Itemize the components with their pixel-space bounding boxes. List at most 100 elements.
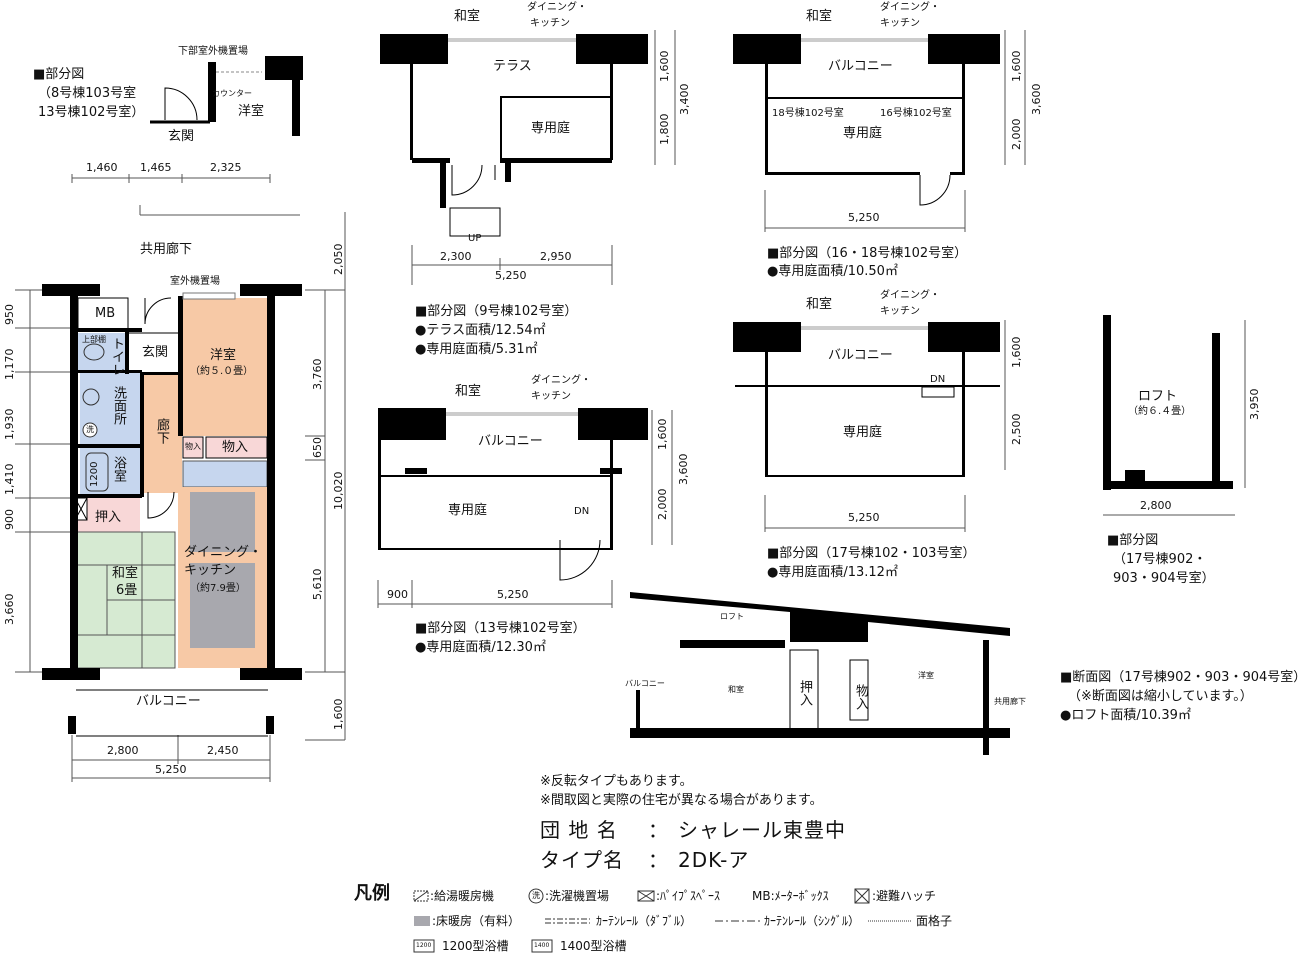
- bathtub-size: 1200: [89, 461, 100, 487]
- dk-label-2: キッチン: [184, 563, 237, 578]
- legend-title: 凡例: [354, 883, 390, 904]
- legend-curtain-double: ｶｰﾃﾝﾚｰﾙ（ﾀﾞﾌﾞﾙ）: [596, 914, 693, 928]
- dimension-lines: [15, 30, 1246, 782]
- dim-total-width: 5,250: [155, 763, 187, 776]
- western-room-size: （約５.０畳）: [190, 366, 254, 377]
- legend-escape-hatch: :避難ハッチ: [872, 889, 937, 903]
- p9-dk2: キッチン: [530, 18, 570, 29]
- washer-symbol: 洗: [86, 425, 94, 434]
- western-room-label: 洋室: [238, 104, 265, 119]
- outdoor-unit-label: 室外機置場: [170, 276, 220, 287]
- entrance-label-main: 玄関: [142, 345, 169, 360]
- dim-bottom-2: 2,450: [207, 744, 239, 757]
- p13-dk2: キッチン: [531, 391, 571, 402]
- dim-top-1: 1,460: [86, 161, 118, 174]
- p17-balcony: バルコニー: [828, 348, 893, 363]
- legend-wash-symbol: 洗: [532, 891, 540, 900]
- section-oshiire: 押入: [797, 680, 812, 706]
- loft-plan: [1103, 315, 1233, 490]
- p13-garden: 専用庭: [448, 503, 488, 518]
- washroom-label: 洗面所: [111, 386, 126, 425]
- partial-plan-16-18: [733, 34, 1000, 175]
- p13-dk1: ダイニング・: [531, 375, 591, 386]
- p16-unit16: 16号棟102号室: [880, 108, 952, 119]
- p13-title: ■部分図（13号棟102号室）: [415, 621, 586, 636]
- partial-plan-8-13: [150, 56, 303, 136]
- dim-right-2: 650: [311, 437, 324, 458]
- p16-dk1: ダイニング・: [880, 2, 940, 13]
- p9-garden-area: ●専用庭面積/5.31㎡: [415, 342, 538, 357]
- section-title: ■断面図（17号棟902・903・904号室）: [1060, 670, 1305, 685]
- p9-dim-3: 1,800: [658, 113, 671, 146]
- entrance-label: 玄関: [168, 129, 195, 144]
- complex-name-label: 団 地 名: [540, 818, 618, 842]
- p17-area: ●専用庭面積/13.12㎡: [767, 565, 898, 580]
- complex-name-value: シャレール東豊中: [678, 818, 846, 842]
- legend-tub1200: 1200型浴槽: [442, 939, 509, 953]
- p9-washitsu: 和室: [454, 9, 481, 24]
- closet-small-label: 物入: [185, 442, 201, 451]
- complex-name-sep: ：: [648, 818, 669, 842]
- section-corridor: 共用廊下: [994, 697, 1026, 706]
- p16-dim-total: 5,250: [848, 211, 880, 224]
- balcony-label: バルコニー: [136, 694, 201, 709]
- p16-garden: 専用庭: [843, 126, 883, 141]
- p16-dim-1: 1,600: [1010, 50, 1023, 83]
- legend-tub1200-icon: 1200: [416, 942, 432, 949]
- partial-plan-13: [378, 408, 648, 550]
- p13-balcony: バルコニー: [478, 434, 543, 449]
- p9-dim-b1: 2,300: [440, 250, 472, 263]
- type-name-sep: ：: [648, 848, 669, 872]
- dim-corridor: 2,050: [332, 243, 345, 276]
- legend-water-heater: :給湯暖房機: [430, 889, 495, 903]
- dim-right-3: 5,610: [311, 568, 324, 601]
- p9-terrace-area: ●テラス面積/12.54㎡: [415, 323, 546, 338]
- section-loft: ロフト: [720, 612, 744, 621]
- common-corridor-label: 共用廊下: [140, 242, 193, 257]
- p13-dim-b2: 5,250: [497, 588, 529, 601]
- section-balcony: バルコニー: [625, 679, 665, 688]
- loft-size: （約６.４畳）: [1128, 406, 1192, 417]
- p13-area: ●専用庭面積/12.30㎡: [415, 640, 546, 655]
- section-note: （※断面図は縮小しています。）: [1068, 689, 1253, 704]
- section-drawing: [630, 592, 1010, 755]
- dim-left-4: 1,410: [3, 463, 16, 496]
- section-closet: 物入: [853, 684, 868, 710]
- p16-washitsu: 和室: [806, 9, 833, 24]
- loft-line1: （17号棟902・: [1113, 552, 1207, 567]
- p17-dk1: ダイニング・: [880, 290, 940, 301]
- p17-dn: DN: [930, 374, 946, 385]
- p16-title: ■部分図（16・18号棟102号室）: [767, 246, 968, 261]
- p17-title: ■部分図（17号棟102・103号室）: [767, 546, 976, 561]
- p16-unit18: 18号棟102号室: [772, 108, 844, 119]
- loft-line2: 903・904号室）: [1113, 571, 1215, 586]
- partial-8-13-line1: （8号棟103号室: [38, 86, 137, 101]
- p13-dn: DN: [574, 506, 590, 517]
- partial-8-13-title: ■部分図: [33, 67, 85, 82]
- p9-dk1: ダイニング・: [527, 2, 587, 13]
- p9-garden: 専用庭: [531, 121, 571, 136]
- partial-8-13-line2: 13号棟102号室）: [38, 105, 145, 120]
- p17-garden: 専用庭: [843, 425, 883, 440]
- p9-dim-b2: 2,950: [540, 250, 572, 263]
- hallway-label: 廊下: [154, 418, 169, 444]
- legend-curtain-single: ｶｰﾃﾝﾚｰﾙ（ｼﾝｸﾞﾙ）: [764, 914, 861, 928]
- p17-dim-1: 1,600: [1010, 336, 1023, 369]
- p9-terrace: テラス: [493, 59, 532, 74]
- dim-total-depth: 10,020: [332, 471, 345, 511]
- japanese-room-size: 6畳: [116, 583, 138, 598]
- bathroom-label: 浴室: [111, 456, 126, 482]
- legend-tub1400-icon: 1400: [534, 942, 550, 949]
- p13-dim-1: 1,600: [656, 418, 669, 451]
- main-floor-plan: [42, 284, 302, 737]
- p9-dim-1: 1,600: [658, 50, 671, 83]
- p16-dk2: キッチン: [880, 18, 920, 29]
- dim-top-3: 2,325: [210, 161, 242, 174]
- dim-right-1: 3,760: [311, 358, 324, 391]
- dim-left-1: 950: [3, 304, 16, 325]
- meter-box-label: MB: [95, 306, 116, 321]
- p13-dim-3: 2,000: [656, 488, 669, 521]
- dim-balcony: 1,600: [332, 698, 345, 731]
- p17-dim-2: 2,500: [1010, 413, 1023, 446]
